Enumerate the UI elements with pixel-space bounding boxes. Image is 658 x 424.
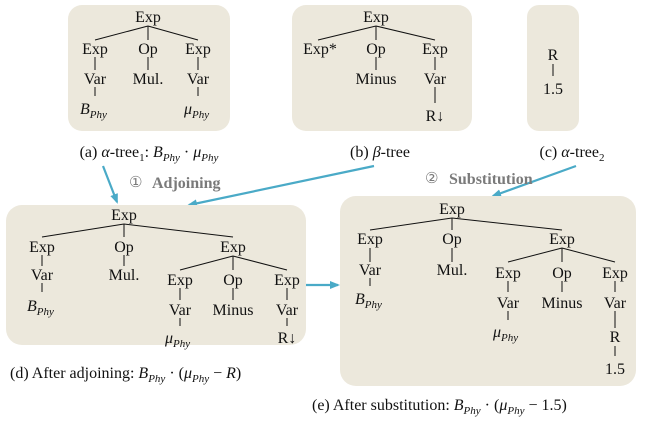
edge: [179, 255, 234, 271]
edge: [507, 247, 563, 263]
node-mu-phy: μPhy: [492, 324, 518, 344]
node-op: Op: [223, 272, 243, 289]
node-b-phy: BPhy: [80, 101, 107, 121]
node-exp: Exp: [82, 41, 108, 58]
node-exp-root: Exp: [111, 207, 137, 224]
node-mu-phy: μPhy: [183, 101, 209, 121]
node-var: Var: [497, 295, 520, 312]
node-exp-star: Exp*: [303, 41, 337, 58]
node-var: Var: [31, 267, 54, 284]
node-exp: Exp: [422, 41, 448, 58]
edge: [123, 223, 234, 238]
node-r-down: R↓: [426, 108, 445, 125]
node-exp-root: Exp: [363, 9, 389, 26]
panel-d-background: [6, 205, 306, 345]
node-exp: Exp: [549, 231, 575, 248]
node-op: Op: [442, 231, 462, 248]
edge: [375, 25, 436, 41]
arrow-alpha2-to-substituted: [491, 164, 577, 198]
node-minus: Minus: [213, 302, 254, 319]
panel-c-alpha-tree-2: R 1.5: [527, 5, 579, 131]
caption-e: (e) After substitution: BPhy · (μPhy − 1…: [312, 397, 567, 417]
caption-b: (b) β-tree: [350, 144, 410, 161]
substitution-step-number: ②: [425, 169, 438, 187]
node-r: R: [548, 47, 559, 64]
panel-b-background: [292, 5, 472, 131]
node-value: 1.5: [605, 361, 625, 378]
node-exp: Exp: [220, 239, 246, 256]
node-op: Op: [366, 41, 386, 58]
caption-d: (d) After adjoining: BPhy · (μPhy − R): [10, 365, 241, 385]
panel-d-after-adjoining: Exp Exp Op Exp Var Mul. Exp Op Exp BPhy …: [6, 205, 306, 350]
node-mu-phy: μPhy: [164, 330, 190, 350]
node-minus: Minus: [356, 71, 397, 88]
edge: [232, 255, 288, 271]
node-minus: Minus: [542, 295, 583, 312]
node-exp-root: Exp: [439, 201, 465, 218]
panel-a-alpha-tree-1: Exp Exp Op Exp Var Mul. Var BPhy μPhy: [68, 5, 230, 131]
node-b-phy: BPhy: [27, 298, 54, 318]
adjoining-step-number: ①: [129, 173, 142, 191]
adjoining-label: Adjoining: [152, 175, 220, 192]
node-var: Var: [169, 302, 192, 319]
node-exp: Exp: [185, 41, 211, 58]
substitution-label: Substitution: [449, 171, 533, 188]
panel-e-after-substitution: Exp Exp Op Exp Var Mul. Exp Op Exp BPhy …: [340, 196, 636, 386]
node-op: Op: [114, 239, 134, 256]
node-exp: Exp: [274, 272, 300, 289]
edge: [561, 247, 616, 263]
node-mul: Mul.: [109, 267, 140, 284]
panel-b-beta-tree: Exp Exp* Op Exp Minus Var R↓: [292, 5, 472, 131]
node-r-down: R↓: [278, 330, 297, 347]
node-exp: Exp: [29, 239, 55, 256]
node-exp: Exp: [357, 231, 383, 248]
node-mul: Mul.: [133, 71, 164, 88]
node-exp-root: Exp: [135, 9, 161, 26]
node-var: Var: [359, 262, 382, 279]
node-mul: Mul.: [437, 262, 468, 279]
node-op: Op: [552, 265, 572, 282]
node-var: Var: [604, 295, 627, 312]
caption-a: (a) α-tree1: BPhy · μPhy: [80, 144, 219, 164]
caption-c: (c) α-tree2: [540, 144, 605, 164]
edge: [147, 25, 199, 41]
node-var: Var: [276, 302, 299, 319]
edge: [94, 25, 149, 41]
arrow-alpha1-to-adjoined: [101, 165, 119, 204]
node-var: Var: [187, 71, 210, 88]
node-value: 1.5: [543, 81, 563, 98]
node-op: Op: [138, 41, 158, 58]
edge: [41, 223, 125, 238]
edge: [369, 217, 453, 231]
node-exp: Exp: [602, 265, 628, 282]
arrow-beta-to-adjoined: [187, 164, 375, 208]
node-r: R: [610, 329, 621, 346]
node-var: Var: [424, 71, 447, 88]
edge: [451, 217, 563, 231]
edge: [317, 25, 377, 41]
node-var: Var: [84, 71, 107, 88]
node-b-phy: BPhy: [355, 291, 382, 311]
node-exp: Exp: [167, 272, 193, 289]
panel-e-background: [340, 196, 636, 386]
node-exp: Exp: [495, 265, 521, 282]
